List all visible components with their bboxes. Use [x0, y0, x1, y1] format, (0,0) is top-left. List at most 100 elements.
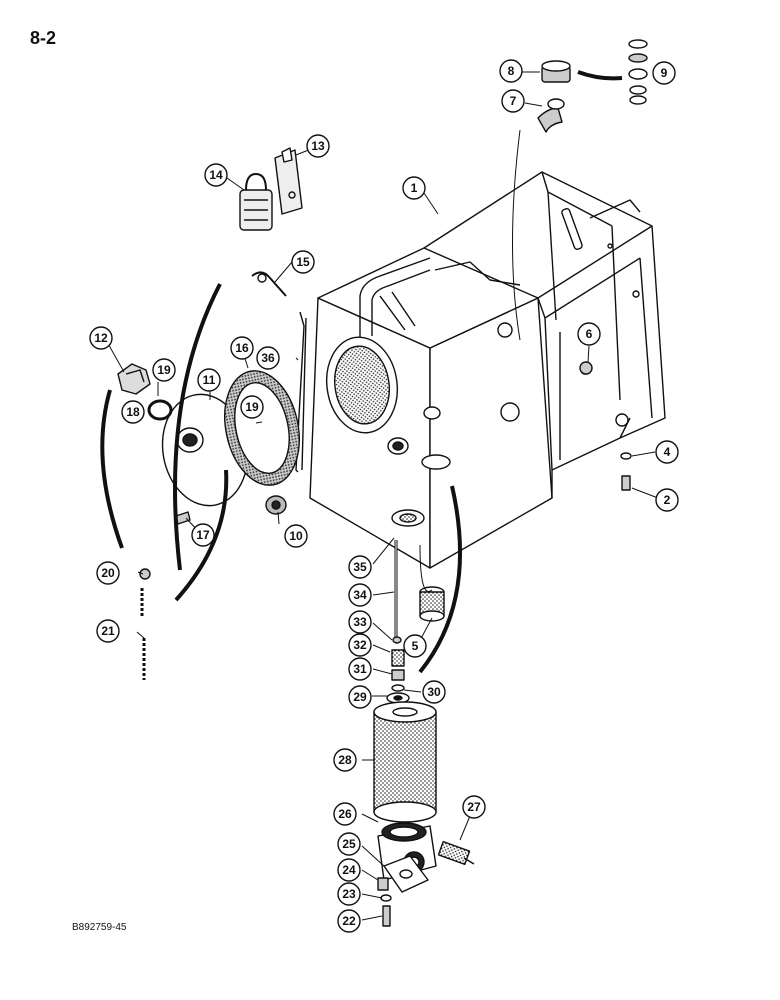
svg-text:19: 19: [157, 363, 171, 377]
mount-bolt: [621, 475, 631, 491]
callout-30: 30: [422, 680, 446, 704]
callout-21: 21: [96, 619, 120, 643]
callout-8: 8: [499, 59, 523, 83]
svg-text:9: 9: [661, 66, 668, 80]
callout-16: 16: [230, 336, 254, 360]
svg-text:14: 14: [209, 168, 223, 182]
hasp-bracket: [274, 147, 303, 215]
gasket-strip: [295, 311, 307, 473]
svg-text:1: 1: [411, 181, 418, 195]
callout-1: 1: [402, 176, 426, 200]
callout-28: 28: [333, 748, 357, 772]
svg-text:19: 19: [245, 400, 259, 414]
reference-code: B892759-45: [72, 922, 127, 933]
callout-2: 2: [655, 488, 679, 512]
drain-plug: [265, 495, 287, 515]
elbow-fitting: [537, 98, 565, 133]
hose-line: [419, 129, 521, 592]
svg-text:10: 10: [289, 529, 303, 543]
filter-element: [373, 701, 437, 823]
svg-text:2: 2: [664, 493, 671, 507]
rod-nut: [392, 636, 402, 644]
callout-19-gasket: 19: [240, 395, 264, 419]
callout-31: 31: [348, 657, 372, 681]
svg-text:13: 13: [311, 139, 325, 153]
callout-27: 27: [462, 795, 486, 819]
svg-text:31: 31: [353, 662, 367, 676]
callout-23: 23: [337, 882, 361, 906]
callout-22: 22: [337, 909, 361, 933]
svg-text:25: 25: [342, 837, 356, 851]
retaining-chain: [140, 588, 146, 680]
svg-text:26: 26: [338, 807, 352, 821]
breather-cap: [117, 363, 151, 395]
svg-text:27: 27: [467, 800, 481, 814]
filter-seal: [386, 692, 410, 704]
svg-text:23: 23: [342, 887, 356, 901]
svg-text:22: 22: [342, 914, 356, 928]
callout-34: 34: [348, 583, 372, 607]
svg-text:29: 29: [353, 690, 367, 704]
callout-24: 24: [337, 858, 361, 882]
mount-washer: [620, 452, 632, 460]
svg-text:30: 30: [427, 685, 441, 699]
callout-9: 9: [652, 61, 676, 85]
exploded-view-guides: [100, 70, 623, 674]
callout-10: 10: [284, 524, 308, 548]
filter-indicator: [437, 840, 475, 866]
head-bolt: [382, 905, 391, 927]
mount-plate: [383, 855, 429, 893]
svg-text:35: 35: [353, 560, 367, 574]
seal-kit: [628, 39, 648, 105]
callout-15: 15: [291, 250, 315, 274]
callout-36: 36: [256, 346, 280, 370]
chain-link-clip: [139, 568, 151, 580]
callout-7: 7: [501, 89, 525, 113]
callout-6: 6: [577, 322, 601, 346]
svg-text:4: 4: [664, 445, 671, 459]
svg-text:16: 16: [235, 341, 249, 355]
filler-mesh-window: [326, 336, 398, 434]
svg-text:20: 20: [101, 566, 115, 580]
callout-5: 5: [403, 634, 427, 658]
callout-25: 25: [337, 832, 361, 856]
rod-spacer: [391, 669, 405, 681]
callout-26: 26: [333, 802, 357, 826]
callout-20: 20: [96, 561, 120, 585]
callout-12: 12: [89, 326, 113, 350]
svg-text:34: 34: [353, 588, 367, 602]
svg-text:11: 11: [203, 373, 216, 387]
svg-text:24: 24: [342, 863, 356, 877]
callout-18: 18: [121, 400, 145, 424]
seal-ring: [147, 399, 173, 421]
callout-14: 14: [204, 163, 228, 187]
tank-side-fitting: [387, 406, 441, 455]
cover-bolt: [175, 511, 191, 525]
svg-text:15: 15: [296, 255, 310, 269]
svg-text:33: 33: [353, 615, 367, 629]
callout-13: 13: [306, 134, 330, 158]
head-washer: [380, 894, 392, 902]
page-number: 8-2: [30, 28, 57, 48]
svg-text:28: 28: [338, 753, 352, 767]
rod-washer: [391, 684, 405, 692]
svg-text:12: 12: [94, 331, 108, 345]
tank-plug: [579, 361, 593, 375]
head-spacer: [377, 877, 389, 891]
svg-text:6: 6: [586, 327, 593, 341]
callout-19-cap: 19: [152, 358, 176, 382]
svg-text:17: 17: [196, 528, 210, 542]
callout-33: 33: [348, 610, 372, 634]
rod-spring: [391, 649, 405, 667]
svg-text:36: 36: [261, 351, 275, 365]
callout-17: 17: [191, 523, 215, 547]
svg-text:7: 7: [510, 94, 517, 108]
padlock: [239, 173, 273, 231]
fitting-cap: [541, 60, 571, 83]
callout-32: 32: [348, 633, 372, 657]
svg-text:5: 5: [412, 639, 419, 653]
svg-text:8: 8: [508, 64, 515, 78]
svg-text:21: 21: [101, 624, 115, 638]
bottom-flange: [391, 454, 451, 527]
